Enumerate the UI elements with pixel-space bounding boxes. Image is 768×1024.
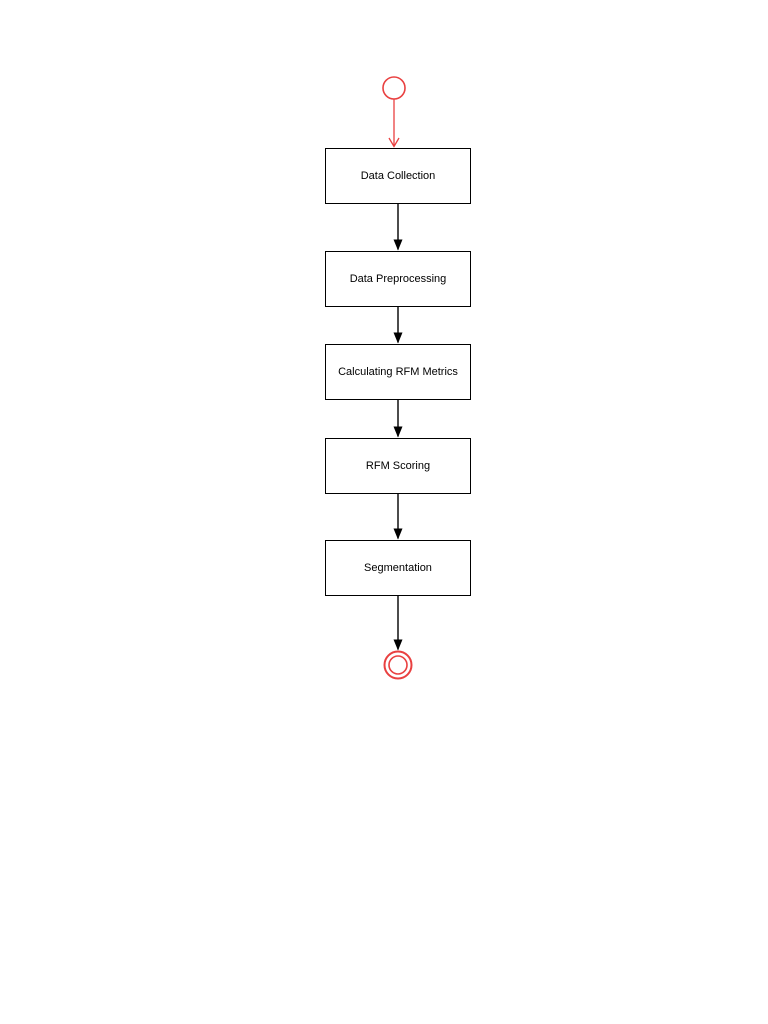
node-data-collection: Data Collection <box>325 148 471 204</box>
start-node-circle <box>382 76 406 100</box>
node-calculating-rfm-metrics-label: Calculating RFM Metrics <box>338 366 458 378</box>
node-calculating-rfm-metrics: Calculating RFM Metrics <box>325 344 471 400</box>
node-segmentation-label: Segmentation <box>364 562 432 574</box>
node-rfm-scoring: RFM Scoring <box>325 438 471 494</box>
node-segmentation: Segmentation <box>325 540 471 596</box>
node-data-preprocessing-label: Data Preprocessing <box>349 273 447 285</box>
end-node-inner-circle <box>388 655 408 675</box>
node-rfm-scoring-label: RFM Scoring <box>365 460 431 472</box>
node-data-preprocessing: Data Preprocessing <box>325 251 471 307</box>
edge-start-arrowhead-icon <box>388 137 400 148</box>
node-data-collection-label: Data Collection <box>360 170 436 182</box>
